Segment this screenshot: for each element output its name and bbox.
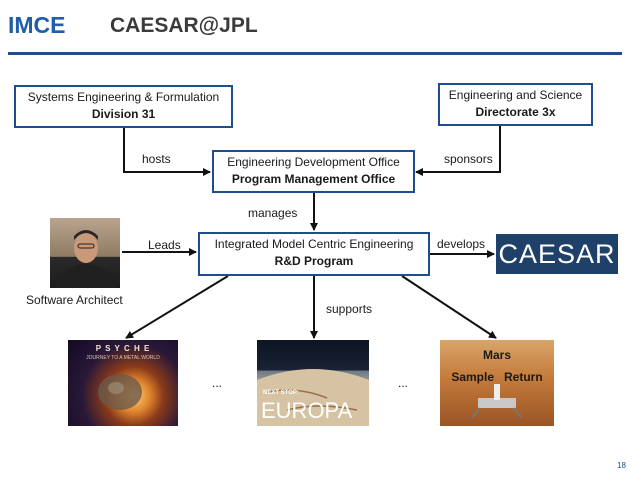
box-edo-line2: Program Management Office xyxy=(231,172,396,186)
label-software-architect: Software Architect xyxy=(26,293,123,307)
lander-icon xyxy=(471,384,523,419)
box-engineering-science-line2: Directorate 3x xyxy=(475,105,556,119)
box-systems-engineering-line2: Division 31 xyxy=(91,107,156,121)
box-systems-engineering: Systems Engineering & Formulation Divisi… xyxy=(14,85,233,128)
label-sponsors: sponsors xyxy=(444,152,493,166)
software-architect-photo xyxy=(50,218,120,288)
box-engineering-science: Engineering and Science Directorate 3x xyxy=(438,83,593,126)
box-systems-engineering-line1: Systems Engineering & Formulation xyxy=(27,90,220,104)
label-supports: supports xyxy=(326,302,373,316)
label-hosts: hosts xyxy=(142,152,171,166)
box-imce-line2: R&D Program xyxy=(274,254,354,268)
page-number: 18 xyxy=(617,461,626,470)
caesar-logo: CAESAR xyxy=(496,234,618,274)
imce-logo: IMCE xyxy=(8,12,66,38)
psyche-subtitle: JOURNEY TO A METAL WORLD xyxy=(86,355,160,361)
msr-line1: Mars xyxy=(482,348,511,362)
box-edo-line1: Engineering Development Office xyxy=(227,155,400,169)
label-manages: manages xyxy=(248,206,298,220)
label-leads: Leads xyxy=(148,238,181,252)
ellipsis-right: ... xyxy=(398,376,409,390)
caesar-logo-text: CAESAR xyxy=(498,238,616,269)
msr-line2: Sample Return xyxy=(451,370,543,384)
header-divider xyxy=(8,52,622,55)
box-imce-program: Integrated Model Centric Engineering R&D… xyxy=(198,232,430,276)
box-engineering-science-line1: Engineering and Science xyxy=(448,88,583,102)
europa-small-text: NEXT STOP: xyxy=(263,390,299,396)
arrow-to-psyche xyxy=(125,275,229,339)
psyche-title: P S Y C H E xyxy=(95,344,151,353)
label-develops: develops xyxy=(437,237,486,251)
arrow-to-msr xyxy=(401,275,497,339)
europa-big-text: EUROPA xyxy=(261,398,353,423)
ellipsis-left: ... xyxy=(212,376,223,390)
arrow-hosts xyxy=(123,128,211,176)
arrow-sponsors xyxy=(415,126,501,176)
box-imce-line1: Integrated Model Centric Engineering xyxy=(214,237,414,251)
page-title: CAESAR@JPL xyxy=(110,14,258,37)
europa-planet-icon xyxy=(257,369,369,426)
mars-sample-return-image: Mars Sample Return xyxy=(440,340,554,426)
box-engineering-development-office: Engineering Development Office Program M… xyxy=(212,150,415,193)
person-icon xyxy=(56,230,116,288)
europa-mission-image: NEXT STOP: EUROPA xyxy=(257,340,369,426)
asteroid-icon xyxy=(98,374,142,410)
psyche-mission-image: P S Y C H E JOURNEY TO A METAL WORLD xyxy=(68,340,178,426)
